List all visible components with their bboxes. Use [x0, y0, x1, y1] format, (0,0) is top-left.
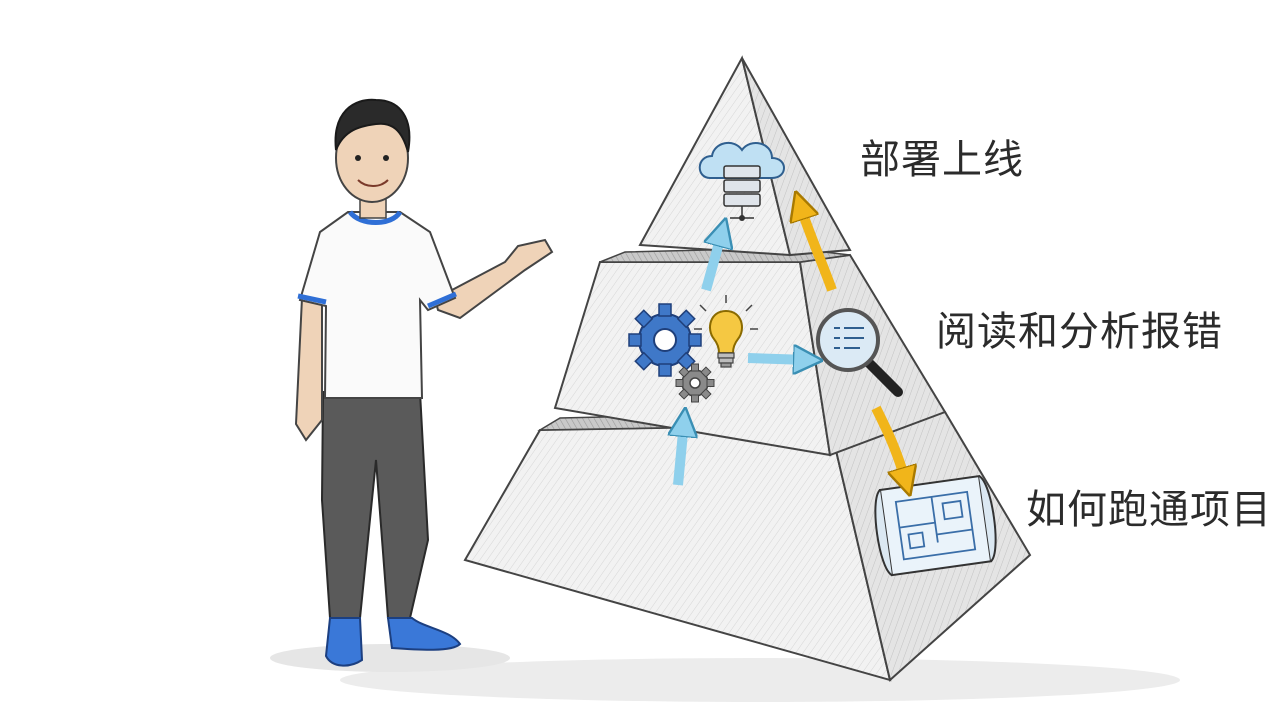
arrow-bottom-to-middle	[678, 422, 684, 486]
arrow-magnifier-to-top	[800, 205, 837, 292]
magnifier-icon	[816, 308, 903, 397]
tier-label-bottom: 如何跑通项目	[1026, 487, 1272, 533]
cloud-server-icon	[698, 141, 785, 221]
tier-label-top: 部署上线	[860, 137, 1024, 183]
tier-label-middle: 阅读和分析报错	[936, 309, 1223, 355]
presenter-figure	[270, 98, 554, 672]
arrow-middle-to-top	[701, 232, 722, 292]
ground-shadow	[340, 658, 1180, 702]
lightbulb-icon	[694, 295, 758, 368]
arrow-magnifier-to-blueprint	[871, 405, 906, 482]
gear-icon	[628, 303, 702, 377]
blueprint-icon	[874, 474, 997, 577]
arrow-bulb-to-magnifier	[747, 358, 808, 360]
small-gear-icon	[675, 363, 715, 403]
